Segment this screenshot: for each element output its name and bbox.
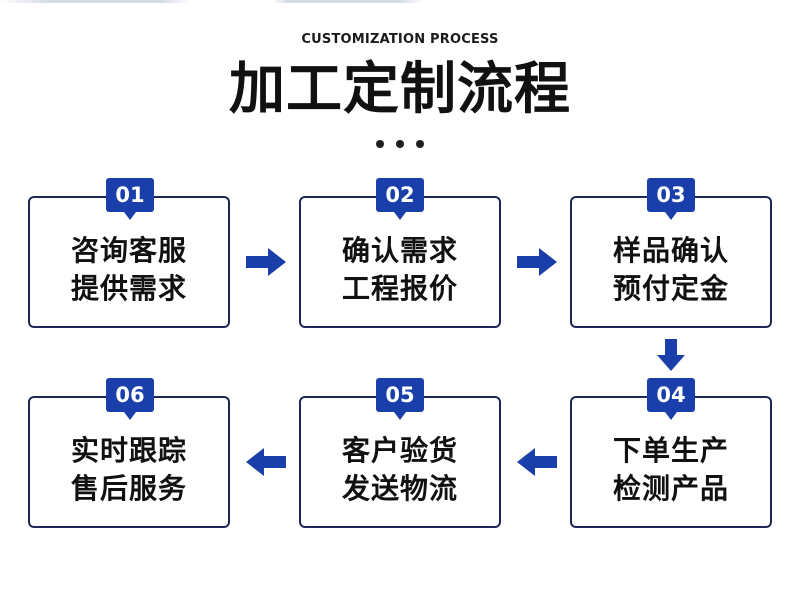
arrow-right-icon xyxy=(246,248,286,276)
step-badge-01: 01 xyxy=(106,178,154,220)
page-title: 加工定制流程 xyxy=(229,57,571,122)
step-line1: 实时跟踪 xyxy=(70,434,187,467)
step-line2: 工程报价 xyxy=(341,272,458,305)
title-dots xyxy=(376,138,424,150)
step-text: 下单生产 检测产品 xyxy=(572,432,770,508)
step-line2: 售后服务 xyxy=(70,472,187,505)
step-line1: 样品确认 xyxy=(612,234,729,267)
dot xyxy=(376,140,384,148)
step-line1: 下单生产 xyxy=(612,434,729,467)
step-text: 咨询客服 提供需求 xyxy=(30,232,228,308)
step-line1: 确认需求 xyxy=(341,234,458,267)
dot xyxy=(396,140,404,148)
step-line1: 客户验货 xyxy=(341,434,458,467)
arrow-left-icon xyxy=(517,448,557,476)
step-line2: 发送物流 xyxy=(341,472,458,505)
dot xyxy=(416,140,424,148)
step-text: 客户验货 发送物流 xyxy=(301,432,499,508)
step-badge-02: 02 xyxy=(376,178,424,220)
arrow-down-icon xyxy=(657,339,685,371)
step-badge-03: 03 xyxy=(647,178,695,220)
step-card-04: 下单生产 检测产品 xyxy=(570,396,772,528)
step-line2: 提供需求 xyxy=(70,272,187,305)
step-text: 实时跟踪 售后服务 xyxy=(30,432,228,508)
page-subtitle: CUSTOMIZATION PROCESS xyxy=(301,32,499,47)
step-badge-05: 05 xyxy=(376,378,424,420)
step-card-05: 客户验货 发送物流 xyxy=(299,396,501,528)
step-line1: 咨询客服 xyxy=(70,234,187,267)
top-decorative-rule xyxy=(0,0,800,3)
step-text: 样品确认 预付定金 xyxy=(572,232,770,308)
step-badge-06: 06 xyxy=(106,378,154,420)
arrow-left-icon xyxy=(246,448,286,476)
arrow-right-icon xyxy=(517,248,557,276)
step-line2: 预付定金 xyxy=(612,272,729,305)
step-line2: 检测产品 xyxy=(612,472,729,505)
step-badge-04: 04 xyxy=(647,378,695,420)
step-text: 确认需求 工程报价 xyxy=(301,232,499,308)
